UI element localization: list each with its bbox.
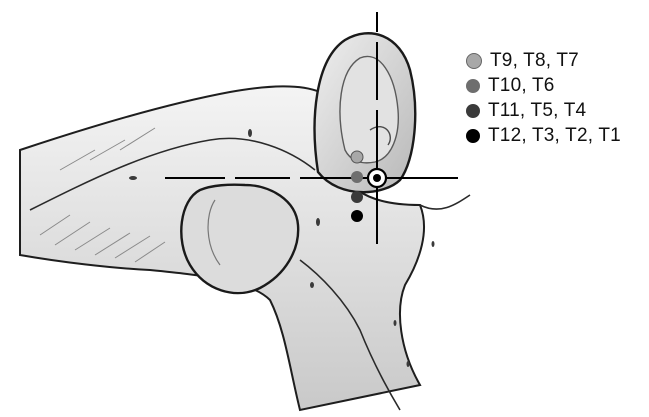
legend-item-t9-t8-t7: T9, T8, T7 [466,48,646,73]
level-dot-t10-t6 [351,171,363,183]
legend-item-t11-t5-t4: T11, T5, T4 [466,98,646,123]
legend-dot-icon [466,104,480,118]
level-dot-t11-t5-t4 [351,191,363,203]
legend-item-t10-t6: T10, T6 [466,73,646,98]
legend-item-t12-t3-t2-t1: T12, T3, T2, T1 [466,123,646,148]
legend-dot-icon [466,53,482,69]
legend-label: T10, T6 [488,75,555,97]
legend-dot-icon [466,129,480,143]
legend: T9, T8, T7 T10, T6 T11, T5, T4 T12, T3, … [466,48,646,148]
legend-label: T12, T3, T2, T1 [488,125,621,147]
bullseye-target-icon [368,169,386,187]
right-ridge [420,195,470,209]
legend-dot-icon [466,79,480,93]
legend-label: T11, T5, T4 [488,100,586,122]
legend-label: T9, T8, T7 [490,50,579,72]
level-dot-t9-t8-t7 [351,151,363,163]
level-dot-t12-t3-t2-t1 [351,210,363,222]
